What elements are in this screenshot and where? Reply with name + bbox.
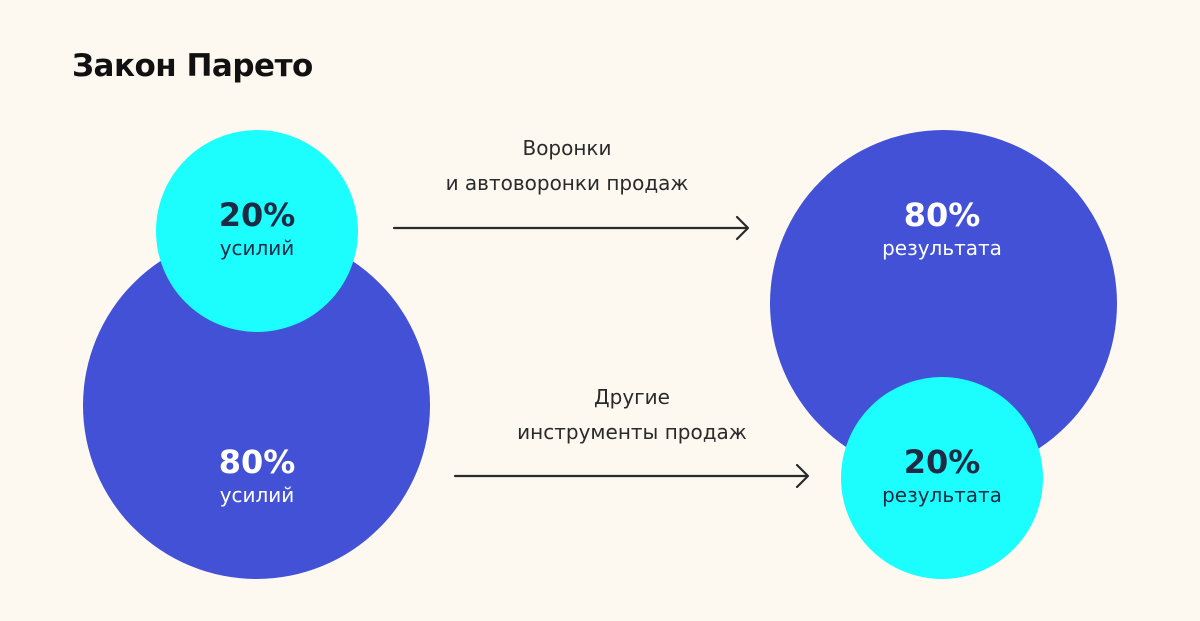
left-small-percent: 20% xyxy=(218,196,296,234)
right-small-desc: результата xyxy=(882,483,1002,507)
right-small-circle xyxy=(841,377,1043,579)
left-big-percent: 80% xyxy=(218,443,296,481)
right-big-label: 80% результата xyxy=(822,196,1062,262)
left-small-circle xyxy=(156,130,358,332)
bottom-arrow-caption: Другие инструменты продаж xyxy=(452,380,812,450)
right-big-percent: 80% xyxy=(903,196,981,234)
right-small-label: 20% результата xyxy=(822,443,1062,509)
bottom-arrow-line2: инструменты продаж xyxy=(517,420,747,444)
left-big-desc: усилий xyxy=(219,483,295,507)
right-big-desc: результата xyxy=(882,236,1002,260)
page-title: Закон Парето xyxy=(72,48,313,84)
top-arrow-line2: и автоворонки продаж xyxy=(445,171,689,195)
bottom-arrow-icon xyxy=(453,463,810,489)
top-arrow-caption: Воронки и автоворонки продаж xyxy=(387,131,747,201)
bottom-arrow-line1: Другие xyxy=(594,385,670,409)
top-arrow-line1: Воронки xyxy=(522,136,612,160)
left-big-label: 80% усилий xyxy=(137,443,377,509)
left-small-desc: усилий xyxy=(219,236,295,260)
left-small-label: 20% усилий xyxy=(137,196,377,262)
right-small-percent: 20% xyxy=(903,443,981,481)
top-arrow-icon xyxy=(392,215,750,241)
